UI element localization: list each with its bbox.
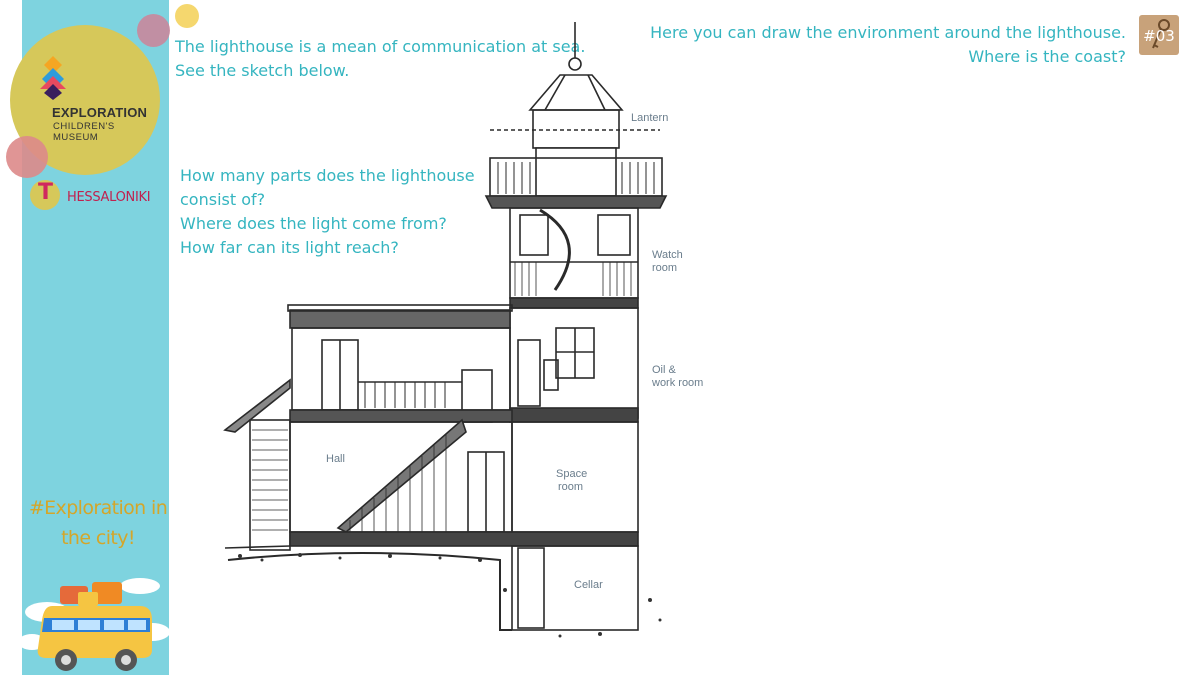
label-watch-2: room: [652, 262, 677, 274]
key-icon: [1152, 19, 1170, 49]
prompt-line-2: Where is the coast?: [968, 47, 1126, 66]
question-1: How many parts does the lighthouse: [180, 166, 475, 185]
city-circle: [30, 180, 60, 210]
label-hall: Hall: [326, 453, 345, 465]
yellow-dot-top: [175, 4, 199, 28]
label-space-1: Space: [556, 468, 587, 480]
bus-illustration: [22, 578, 169, 671]
label-space-2: room: [558, 481, 583, 493]
label-oil-2: work room: [651, 377, 703, 389]
question-3: Where does the light come from?: [180, 214, 447, 233]
hashtag-line-2: the city!: [61, 527, 135, 549]
city-initial: T: [38, 180, 54, 205]
pink-dot-top: [137, 14, 170, 47]
question-4: How far can its light reach?: [180, 238, 399, 257]
brand-title: EXPLORATION: [52, 105, 148, 120]
number-badge: #03: [1139, 15, 1179, 55]
intro-line-2: See the sketch below.: [175, 61, 350, 80]
city-name: HESSALONIKI: [67, 190, 151, 205]
pink-dot-left: [6, 136, 48, 178]
prompt-line-1: Here you can draw the environment around…: [650, 23, 1126, 42]
hashtag-line-1: #Exploration in: [28, 497, 168, 519]
label-oil-1: Oil &: [652, 364, 677, 376]
intro-line-1: The lighthouse is a mean of communicatio…: [175, 37, 586, 56]
label-cellar: Cellar: [574, 579, 603, 591]
museum-logo-icon: [40, 56, 66, 100]
lighthouse-sketch: Lantern Watch room Oil & work room Hall …: [223, 22, 703, 638]
question-2: consist of?: [180, 190, 266, 209]
badge-label: #03: [1143, 27, 1175, 45]
brand-subtitle-2: MUSEUM: [53, 132, 99, 143]
brand-subtitle-1: CHILDREN'S: [53, 121, 115, 132]
label-watch-1: Watch: [652, 249, 683, 261]
label-lantern: Lantern: [631, 112, 668, 124]
